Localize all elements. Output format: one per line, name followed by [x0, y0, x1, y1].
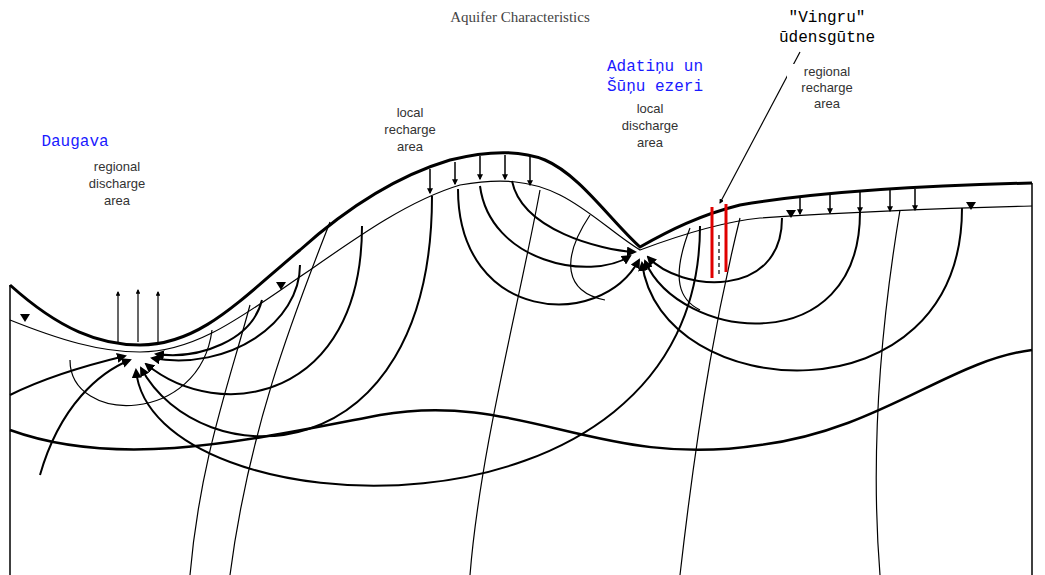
- discharge-arrows: [118, 290, 158, 342]
- area-label: local recharge area: [370, 104, 450, 155]
- place-name: Daugava: [28, 133, 122, 151]
- water-table-symbols: [20, 202, 976, 322]
- recharge-arrows: [430, 155, 915, 214]
- ground-surface: [10, 153, 1032, 346]
- place-name: Adatiņu un Šūņu ezeri: [590, 57, 720, 97]
- flow-lines: [10, 181, 962, 486]
- diagram-title: Aquifer Characteristics: [425, 8, 615, 26]
- aquifer-base: [10, 350, 1032, 450]
- equipotential-lines: [70, 190, 900, 575]
- callout-label: "Vingru" ūdensgūtne: [766, 8, 888, 48]
- water-table: [10, 181, 1032, 352]
- area-label: regional recharge area: [787, 64, 867, 112]
- well-symbol: [712, 204, 726, 278]
- frame: [10, 183, 1032, 575]
- area-label: local discharge area: [610, 100, 690, 151]
- area-label: regional discharge area: [77, 158, 157, 209]
